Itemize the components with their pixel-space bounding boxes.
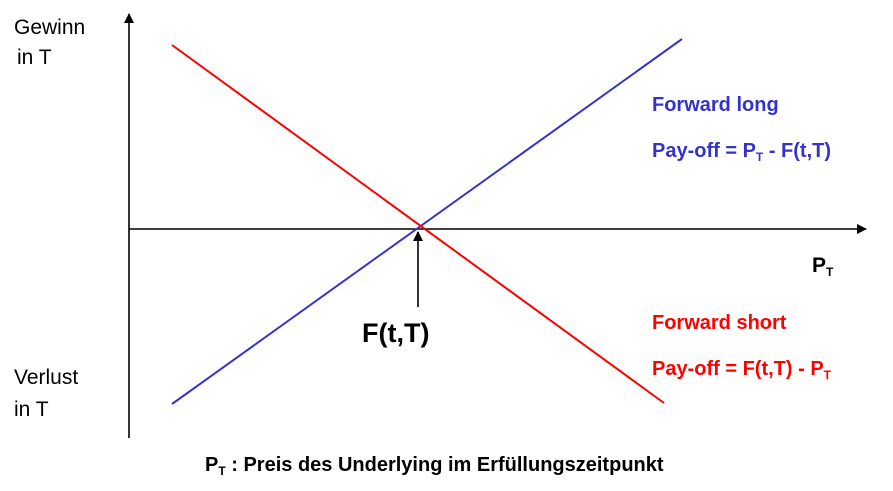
y-axis-loss-label: Verlust — [14, 366, 79, 389]
forward-long-payoff: Pay-off = PT - F(t,T) — [652, 140, 832, 164]
strike-label: F(t,T) — [362, 318, 430, 348]
forward-long-line — [171, 38, 683, 405]
forward-long-title: Forward long — [652, 94, 779, 116]
forward-short-payoff: Pay-off = F(t,T) - PT — [652, 358, 832, 382]
forward-short-title: Forward short — [652, 312, 787, 334]
footer-caption: PT : Preis des Underlying im Erfüllungsz… — [205, 454, 664, 478]
y-axis-gain-label: Gewinn — [14, 16, 86, 39]
forward-short-line — [171, 44, 665, 404]
y-axis-gain-sub-label: in T — [17, 46, 52, 69]
y-axis-loss-sub-label: in T — [14, 398, 49, 421]
x-axis-label: PT — [812, 254, 834, 279]
